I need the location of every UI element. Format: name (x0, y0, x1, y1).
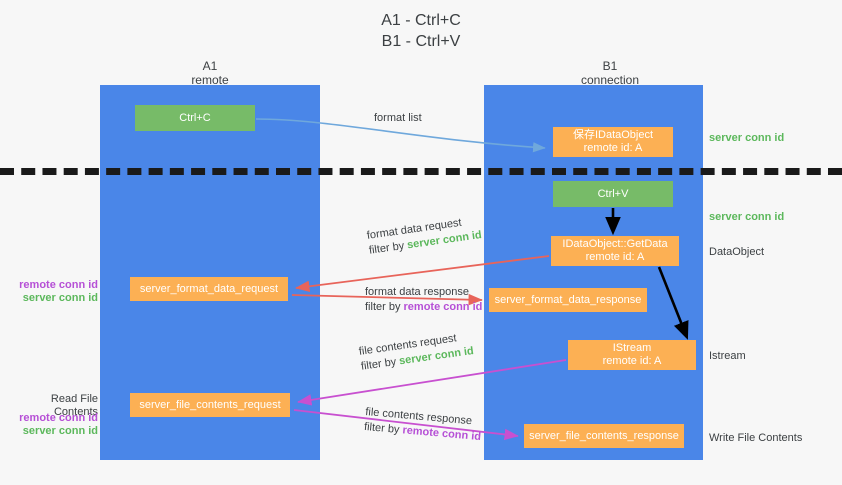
label-server-conn-id: server conn id (22, 425, 98, 437)
box-ctrl-c[interactable]: Ctrl+C (135, 105, 255, 131)
page-title: A1 - Ctrl+C B1 - Ctrl+V (0, 10, 842, 52)
title-line-2: B1 - Ctrl+V (381, 33, 461, 50)
label-istream: Istream (709, 350, 746, 362)
filter-value: remote conn id (403, 301, 483, 313)
lane-b1-sub: connection (580, 73, 640, 87)
box-server-file-contents-request-label: server_file_contents_request (139, 398, 281, 411)
box-server-format-data-response-label: server_format_data_response (494, 293, 642, 306)
box-server-file-contents-response-label: server_file_contents_response (529, 429, 679, 442)
phase-divider (0, 168, 842, 175)
annotation-format-data-response-text: format data response (365, 286, 469, 298)
label-read-file-contents: Read File Contents (50, 393, 98, 418)
filter-prefix: filter by (363, 420, 403, 437)
label-server-conn-id: server conn id (22, 292, 98, 304)
label-server-conn-id-mid: server conn id (709, 211, 785, 223)
box-idataobject-getdata[interactable]: IDataObject::GetData remote id: A (551, 236, 679, 266)
label-server-conn-id-top: server conn id (709, 132, 785, 144)
label-write-file-contents: Write File Contents (709, 432, 803, 444)
lane-b1-name: B1 (602, 59, 618, 73)
title-line-1: A1 - Ctrl+C (381, 12, 461, 29)
box-ctrl-c-label: Ctrl+C (179, 111, 211, 124)
box-istream-line1: IStream (612, 342, 652, 354)
label-conn-ids-lower: remote conn id server conn id (10, 412, 98, 438)
lane-a1-name: A1 (202, 59, 218, 73)
label-remote-conn-id: remote conn id (19, 412, 98, 424)
filter-prefix: filter by (360, 355, 401, 373)
box-save-idataobject-line2: remote id: A (583, 142, 643, 154)
label-dataobject: DataObject (709, 246, 765, 258)
box-getdata-line1: IDataObject::GetData (562, 238, 668, 250)
box-ctrl-v[interactable]: Ctrl+V (553, 181, 673, 207)
label-conn-ids-upper: remote conn id server conn id (10, 279, 98, 305)
annotation-file-contents-request: file contents request filter by server c… (358, 329, 475, 375)
box-ctrl-v-label: Ctrl+V (597, 187, 629, 200)
annotation-format-list-text: format list (374, 112, 422, 124)
annotation-format-data-response-filter: filter by remote conn id (365, 300, 482, 315)
box-getdata-line2: remote id: A (585, 251, 645, 263)
box-server-format-data-request[interactable]: server_format_data_request (130, 277, 288, 301)
annotation-format-list: format list (374, 111, 422, 126)
box-server-file-contents-response[interactable]: server_file_contents_response (524, 424, 684, 448)
box-server-format-data-response[interactable]: server_format_data_response (489, 288, 647, 312)
annotation-format-data-response: format data response filter by remote co… (365, 285, 482, 315)
filter-prefix: filter by (368, 239, 409, 257)
annotation-format-data-request: format data request filter by server con… (366, 213, 483, 259)
label-remote-conn-id: remote conn id (19, 279, 98, 291)
lane-header-a1: A1 remote (130, 59, 290, 87)
box-save-idataobject-line1: 保存IDataObject (572, 129, 654, 141)
box-save-idataobject[interactable]: 保存IDataObject remote id: A (553, 127, 673, 157)
lane-a1-sub: remote (191, 73, 229, 87)
box-server-file-contents-request[interactable]: server_file_contents_request (130, 393, 290, 417)
annotation-file-contents-response: file contents response filter by remote … (363, 405, 483, 445)
lane-header-b1: B1 connection (530, 59, 690, 87)
box-server-format-data-request-label: server_format_data_request (139, 282, 279, 295)
box-istream[interactable]: IStream remote id: A (568, 340, 696, 370)
box-istream-line2: remote id: A (602, 355, 662, 367)
filter-prefix: filter by (365, 301, 404, 313)
